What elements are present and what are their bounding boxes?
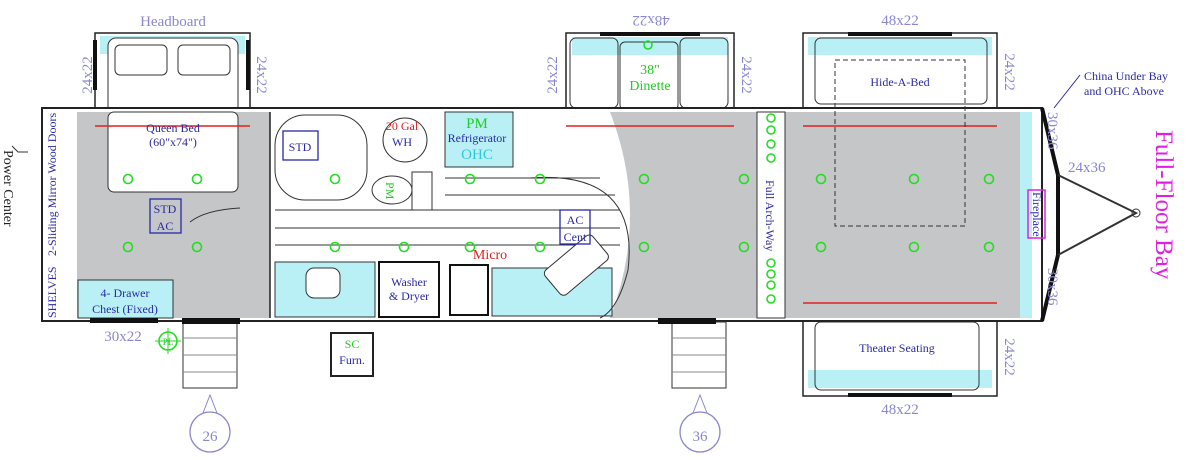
- mirror-doors-label: 2-Sliding Mirror Wood Doors: [45, 113, 59, 256]
- sc-furnace: [330, 332, 374, 377]
- chest-label: 4- Drawer: [101, 286, 150, 300]
- door-number-36: 36: [693, 429, 709, 445]
- pl-marker: [155, 328, 181, 354]
- dryer-label: & Dryer: [389, 289, 429, 303]
- dim-front-mid: 24x36: [1068, 160, 1106, 176]
- std-ac-box: [149, 198, 182, 234]
- full-floor-bay-label: Full-Floor Bay: [1150, 130, 1177, 280]
- theater-slideout: [802, 319, 998, 397]
- pm-fridge-label: PM: [466, 116, 488, 132]
- fireplace-label: Fireplace: [1030, 192, 1044, 237]
- ceiling-lights: [122, 40, 995, 304]
- pm-toilet-label: PM: [383, 182, 397, 200]
- queen-bed-size: (60"x74"): [149, 135, 197, 149]
- headboard-label: Headboard: [140, 14, 206, 30]
- dim-dinette-right: 24x22: [738, 56, 754, 94]
- micro-label: Micro: [473, 248, 507, 263]
- dim-chest-window: 30x22: [104, 329, 142, 345]
- shelves-label: SHELVES: [45, 266, 59, 318]
- bath-kitchen: [189, 111, 630, 319]
- queen-bed: [107, 111, 239, 193]
- dinette-label: Dinette: [629, 79, 670, 94]
- arch-way-label: Full Arch-Way: [763, 180, 777, 251]
- fireplace: [1027, 189, 1046, 239]
- theater-label: Theater Seating: [859, 341, 935, 355]
- hide-a-bed-label: Hide-A-Bed: [870, 75, 929, 89]
- rear-entry-steps: [182, 318, 240, 389]
- dim-hide-right: 24x22: [1001, 53, 1017, 91]
- door-number-26: 26: [203, 429, 219, 445]
- hitch: [1040, 107, 1141, 322]
- refrigerator-label: Refrigerator: [448, 131, 507, 145]
- ohc-label: OHC: [461, 147, 493, 163]
- hide-a-bed-slideout: [802, 32, 998, 110]
- dim-theater-right: 24x22: [1001, 338, 1017, 376]
- std-ac-label-2: AC: [157, 219, 174, 233]
- ac-cent-label: AC: [567, 213, 584, 227]
- ac-cent-label-2: Cent: [564, 230, 587, 244]
- dim-theater-bottom: 48x22: [881, 402, 919, 418]
- chest-label-2: Chest (Fixed): [92, 302, 158, 316]
- china-leader-line: [1053, 74, 1081, 109]
- furn-label: Furn.: [339, 353, 365, 367]
- queen-bed-label: Queen Bed: [146, 121, 200, 135]
- front-cabinet: [1020, 112, 1032, 318]
- dim-front-top: 30x36: [1044, 112, 1060, 150]
- door-marker-26: [189, 393, 231, 453]
- door-marker-36: [679, 393, 721, 453]
- std-ac-label: STD: [154, 202, 177, 216]
- power-center-label: Power Center: [0, 150, 15, 227]
- living-floor: [610, 112, 1030, 318]
- main-entry-steps: [658, 318, 727, 389]
- china-label: China Under Bay: [1084, 69, 1168, 83]
- sc-label: SC: [345, 337, 360, 351]
- washer-label: Washer: [391, 275, 427, 289]
- wh-label-2: WH: [392, 135, 412, 149]
- arch-way: [756, 111, 786, 319]
- dinette-size-label: 38": [640, 63, 660, 78]
- dim-dinette-top: 48x22: [632, 12, 670, 28]
- dim-dinette-left: 24x22: [545, 56, 561, 94]
- dim-hide-top: 48x22: [881, 13, 919, 29]
- std-tub-label: STD: [289, 140, 312, 154]
- dim-bed-window-left: 24x22: [80, 56, 96, 94]
- wh-label: 20 Gal: [386, 119, 419, 133]
- china-label-2: and OHC Above: [1084, 84, 1164, 98]
- pl-label: PL: [163, 337, 174, 347]
- dim-bed-window-right: 24x22: [253, 56, 269, 94]
- dim-front-bottom: 30x36: [1044, 268, 1060, 306]
